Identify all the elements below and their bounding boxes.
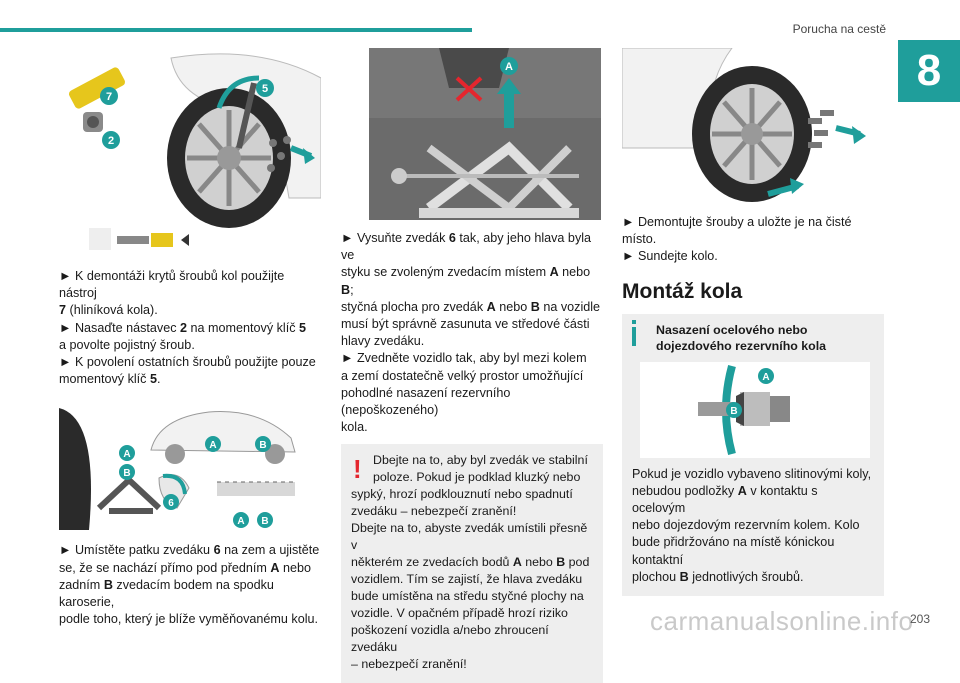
jack-points-illustration: A B 6 A B A B: [59, 398, 299, 531]
label-tool-7: 7: [106, 91, 112, 103]
section-heading-mounting: Montáž kola: [622, 279, 743, 303]
warning-exclamation-icon: !: [353, 454, 362, 485]
figure-bolt-washer: A B: [640, 361, 870, 458]
column-1: 7 2 5 ► K demontáži krytů šroubů kol pou…: [59, 48, 321, 628]
warning-text: Dbejte na to, aby byl zvedák ve stabilní…: [351, 453, 590, 672]
label-jack-6: 6: [168, 498, 174, 509]
page-number: 203: [909, 612, 930, 626]
watermark: carmanualsonline.info: [650, 606, 914, 636]
instruction-fit-adapter: ► Nasaďte nástavec 2 na momentový klíč 5…: [59, 320, 307, 352]
label-jack-point-a: A: [123, 449, 130, 460]
instruction-place-jack: ► Umístěte patku zvedáku 6 na zem a ujis…: [59, 543, 320, 627]
bolt-washer-illustration: A B: [640, 361, 870, 458]
info-text: Pokud je vozidlo vybaveno slitinovými ko…: [632, 466, 872, 584]
figure-remove-wheel: [622, 48, 884, 206]
label-washer-a: A: [762, 372, 769, 383]
figure-jack-lift: A: [369, 48, 601, 220]
wheel-cover-illustration: 7 2 5: [59, 48, 321, 260]
label-car-point-b: B: [259, 440, 266, 451]
label-conical-b: B: [730, 406, 737, 417]
warning-box: ! Dbejte na to, aby byl zvedák ve stabil…: [341, 444, 603, 683]
label-adapter-2: 2: [108, 135, 114, 147]
jack-lift-illustration: A: [369, 48, 601, 220]
label-car-point-a: A: [209, 440, 216, 451]
remove-wheel-illustration: [622, 48, 884, 206]
label-lift-point-a: A: [505, 61, 513, 73]
figure-wheel-cover-removal: 7 2 5: [59, 48, 321, 260]
label-underbody-b: B: [261, 516, 268, 527]
chapter-number-badge: 8: [898, 40, 960, 102]
label-underbody-a: A: [237, 516, 244, 527]
label-wrench-5: 5: [262, 83, 268, 95]
instruction-extend-jack: ► Vysuňte zvedák 6 tak, aby jeho hlava b…: [341, 231, 601, 349]
section-title: Porucha na cestě: [792, 22, 886, 36]
column-2: A ► Vysuňte zvedák 6 tak, aby jeho hlava…: [341, 48, 603, 683]
instruction-raise-vehicle: ► Zvedněte vozidlo tak, aby byl mezi kol…: [341, 351, 587, 435]
label-jack-point-b: B: [123, 468, 130, 479]
header-accent-bar: [0, 28, 472, 32]
instruction-loosen-bolts: ► K povolení ostatních šroubů použijte p…: [59, 355, 316, 387]
instruction-remove-covers: ► K demontáži krytů šroubů kol použijte …: [59, 269, 285, 318]
column-3: ► Demontujte šrouby a uložte je na čisté…: [622, 48, 884, 597]
info-icon: [632, 319, 636, 346]
instruction-remove-bolts: ► Demontujte šrouby a uložte je na čisté…: [622, 215, 852, 247]
figure-jack-placement: A B 6 A B A B: [59, 398, 299, 531]
instruction-take-off-wheel: ► Sundejte kolo.: [622, 249, 718, 264]
